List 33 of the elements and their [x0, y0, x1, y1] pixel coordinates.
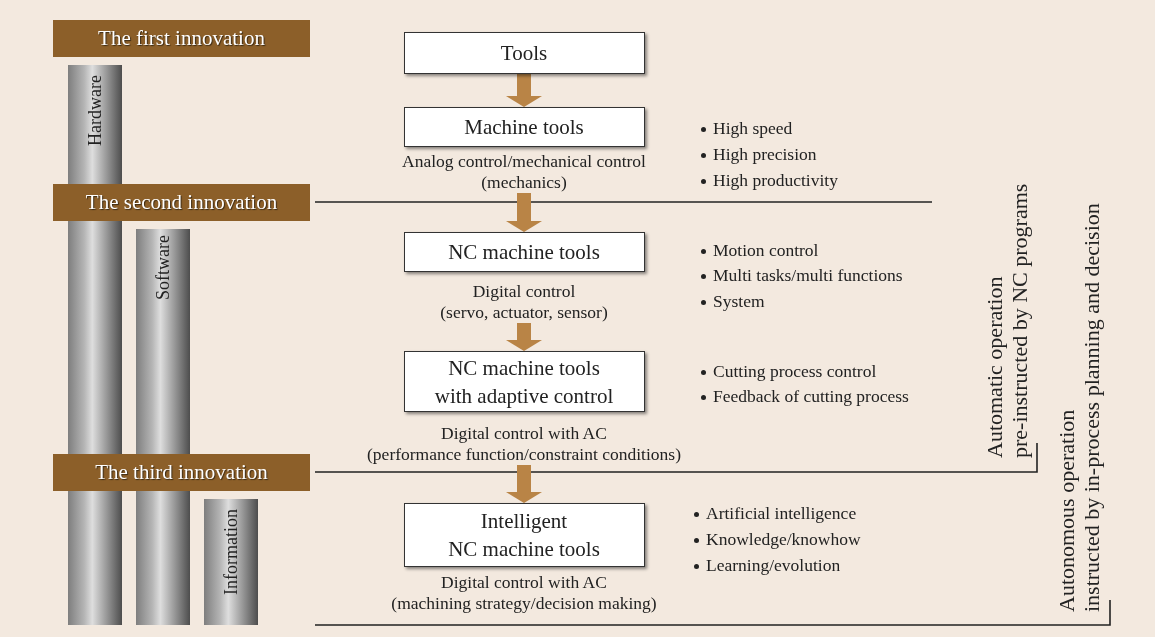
- caption-text: Digital control (servo, actuator, sensor): [440, 281, 608, 323]
- process-box: NC machine tools with adaptive control: [403, 351, 645, 412]
- bullet-item: Learning/evolution: [691, 555, 841, 576]
- pillar-label: Information: [220, 509, 242, 595]
- bullet-item: High productivity: [698, 170, 838, 191]
- bullet-item: High precision: [698, 144, 817, 165]
- arrow: [506, 465, 542, 503]
- process-box: Tools: [403, 32, 645, 74]
- bullet-item: Artificial intelligence: [691, 503, 857, 524]
- process-box: Intelligent NC machine tools: [403, 503, 645, 567]
- pillar-label: Hardware: [84, 75, 106, 146]
- arrow: [506, 74, 542, 107]
- vertical-note: Automatic operation pre-instructed by NC programs: [982, 182, 1032, 458]
- innovation-banner: The second innovation: [53, 184, 310, 221]
- bullet-item: High speed: [698, 118, 793, 139]
- arrow: [506, 323, 542, 351]
- process-box: Machine tools: [403, 107, 645, 147]
- caption-text: Digital control with AC (performance function/constraint conditions): [367, 423, 681, 465]
- arrow: [506, 193, 542, 232]
- caption-text: Digital control with AC (machining strategy/decision making): [391, 572, 657, 614]
- innovation-banner: The first innovation: [53, 20, 310, 57]
- process-box: NC machine tools: [403, 232, 645, 272]
- pillar-bar: [204, 499, 258, 625]
- bullet-item: Cutting process control: [698, 361, 877, 382]
- caption-text: Analog control/mechanical control (mechanics): [402, 151, 646, 193]
- vertical-note: Autonomous operation instructed by in-process planning and decision: [1054, 202, 1104, 612]
- bullet-item: Multi tasks/multi functions: [698, 265, 903, 286]
- innovation-banner: The third innovation: [53, 454, 310, 491]
- bullet-item: Feedback of cutting process: [698, 386, 909, 407]
- bullet-item: Motion control: [698, 240, 819, 261]
- bullet-item: System: [698, 291, 765, 312]
- pillar-label: Software: [152, 235, 174, 300]
- bullet-item: Knowledge/knowhow: [691, 529, 861, 550]
